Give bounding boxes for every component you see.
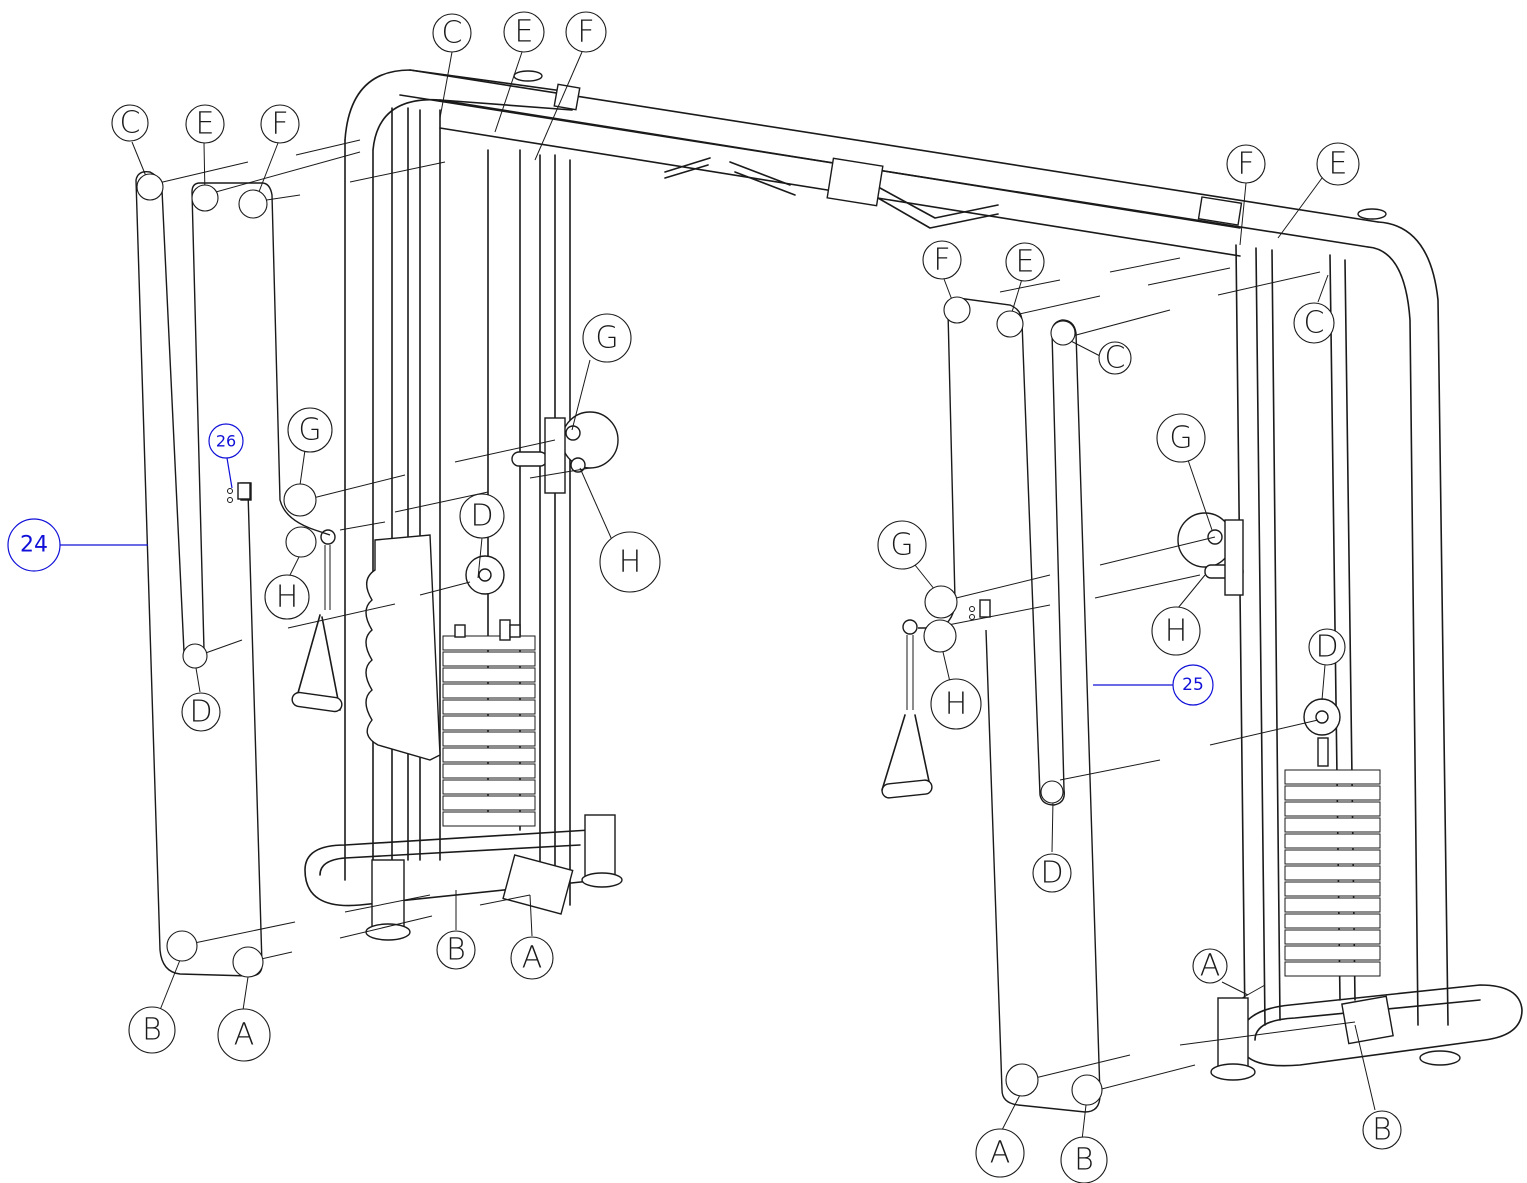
svg-text:C: C — [1304, 306, 1325, 341]
svg-text:E: E — [1329, 147, 1348, 182]
callout-frame-left-h: H — [579, 467, 661, 593]
right-weight-stack — [1284, 698, 1381, 977]
svg-text:F: F — [1237, 147, 1254, 182]
svg-text:D: D — [189, 695, 212, 730]
left-stirrup-handle — [291, 529, 343, 713]
part-number-24: 24 — [7, 518, 148, 572]
callout-mid-g: G — [877, 520, 958, 619]
callout-frame-right-d: D — [1308, 628, 1346, 701]
svg-text:A: A — [234, 1018, 255, 1053]
callout-left-e: E — [185, 104, 225, 197]
callout-mid-c: C — [1050, 320, 1132, 376]
svg-text:C: C — [120, 106, 141, 141]
svg-text:B: B — [446, 933, 466, 968]
callout-mid-h: H — [923, 619, 982, 730]
callout-left-g: G — [283, 407, 333, 517]
callout-frame-right-a: A — [1192, 948, 1249, 996]
svg-text:25: 25 — [1182, 675, 1204, 695]
svg-text:A: A — [522, 941, 543, 976]
svg-text:F: F — [271, 107, 288, 142]
callout-frame-right-g: G — [1156, 413, 1213, 531]
svg-text:E: E — [515, 15, 534, 50]
svg-text:C: C — [1105, 341, 1126, 376]
callout-frame-right-b: B — [1354, 1024, 1402, 1150]
pulley-e-marker — [191, 184, 219, 212]
svg-text:F: F — [933, 243, 950, 278]
svg-text:F: F — [577, 15, 594, 50]
svg-text:G: G — [298, 413, 321, 448]
callout-mid-d: D — [1032, 780, 1072, 893]
left-weight-stack — [365, 534, 536, 827]
callout-frame-left-b: B — [436, 890, 476, 970]
callout-right-c: C — [1293, 274, 1335, 344]
callout-left-b: B — [128, 930, 198, 1054]
svg-text:D: D — [1315, 630, 1338, 665]
svg-text:B: B — [1074, 1143, 1094, 1178]
pulley-f-marker — [238, 189, 268, 219]
callout-right-f-top: F — [1226, 144, 1266, 246]
callout-right-e-top: E — [1277, 142, 1360, 239]
right-stirrup-handle — [881, 619, 933, 799]
svg-text:B: B — [1372, 1113, 1392, 1148]
callout-mid-f: F — [922, 240, 971, 324]
callout-left-d: D — [181, 643, 221, 732]
cable-24 — [135, 170, 331, 977]
svg-text:D: D — [1040, 856, 1063, 891]
callout-top-c: C — [432, 13, 472, 119]
callout-frame-left-d: D — [459, 493, 505, 579]
pulley-c-marker — [136, 173, 164, 201]
cable-end-bracket-right — [969, 606, 975, 620]
callout-bottom-b: B — [1060, 1074, 1108, 1183]
svg-text:A: A — [990, 1136, 1011, 1171]
svg-text:24: 24 — [20, 533, 48, 558]
callout-left-h: H — [264, 526, 317, 620]
svg-text:B: B — [142, 1013, 162, 1048]
left-pulley-carriage — [511, 411, 619, 494]
svg-text:G: G — [890, 528, 913, 563]
svg-text:D: D — [470, 499, 493, 534]
callout-bottom-a: A — [975, 1063, 1039, 1178]
callout-left-a: A — [217, 946, 271, 1062]
callout-top-f: F — [534, 11, 607, 161]
callout-mid-e: E — [996, 242, 1045, 338]
part-number-25: 25 — [1093, 664, 1214, 706]
callout-left-f: F — [254, 104, 300, 203]
part-number-26: 26 — [208, 423, 251, 503]
callout-left-c: C — [111, 104, 151, 187]
svg-text:A: A — [1200, 949, 1221, 984]
callout-frame-right-h: H — [1151, 574, 1206, 656]
svg-text:26: 26 — [216, 432, 236, 451]
svg-text:H: H — [619, 545, 642, 580]
callout-frame-left-g: G — [571, 313, 632, 431]
right-pulley-carriage — [1177, 512, 1244, 596]
svg-text:H: H — [276, 580, 299, 615]
svg-text:E: E — [196, 107, 215, 142]
callout-leaders — [149, 139, 1356, 1093]
svg-text:G: G — [595, 321, 618, 356]
callout-frame-left-a: A — [510, 894, 554, 980]
svg-text:C: C — [442, 16, 463, 51]
svg-text:H: H — [1165, 614, 1188, 649]
callout-top-e: E — [494, 11, 545, 133]
svg-text:G: G — [1169, 421, 1192, 456]
svg-text:H: H — [945, 687, 968, 722]
svg-text:E: E — [1016, 245, 1035, 280]
